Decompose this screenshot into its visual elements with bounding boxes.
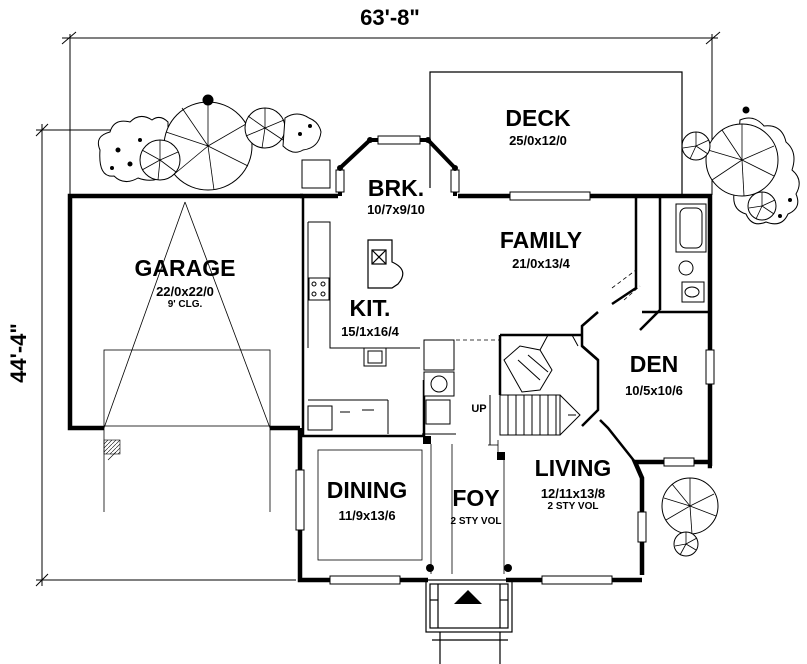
- ac-unit: [301, 159, 331, 189]
- deck-size: 25/0x12/0: [509, 133, 567, 148]
- foyer-volume-note: 2 STY VOL: [450, 516, 502, 527]
- depth-dimension-label: 44'-4": [6, 323, 31, 383]
- dashed-lines: [330, 269, 641, 396]
- depth-dimension-line: [35, 123, 296, 587]
- garage-interior: [103, 201, 271, 512]
- front-porch: [425, 579, 513, 664]
- living-volume-note: 2 STY VOL: [547, 501, 599, 512]
- bay-corner-posts: [337, 137, 458, 171]
- foyer-lines: [430, 440, 505, 574]
- entry-arrow-icon: [454, 590, 482, 604]
- width-dimension-label: 63'-8": [360, 5, 420, 30]
- foyer-columns: [423, 436, 512, 572]
- shrub-lower-right: [661, 477, 719, 557]
- breakfast-name: BRK.: [367, 175, 425, 201]
- foyer-name: FOY: [452, 485, 500, 511]
- driveway-hatch: [103, 439, 121, 461]
- interior-walls: [300, 196, 710, 463]
- breakfast-size: 10/7x9/10: [367, 202, 425, 217]
- dining-size: 11/9x13/6: [338, 508, 396, 523]
- shrub-cluster-right: [681, 106, 800, 225]
- den-size: 10/5x10/6: [625, 383, 683, 398]
- garage-ceiling-note: 9' CLG.: [167, 299, 203, 310]
- shrub-cluster-left: [97, 94, 322, 191]
- kitchen-name: KIT.: [349, 295, 391, 321]
- family-name: FAMILY: [499, 227, 583, 253]
- garage-name: GARAGE: [134, 255, 236, 281]
- kitchen-island: [367, 239, 404, 289]
- stairs-up-label: UP: [471, 403, 487, 415]
- bath-fixtures: [675, 203, 707, 303]
- width-dimension-line: [61, 31, 721, 195]
- deck-name: DECK: [505, 105, 571, 131]
- living-name: LIVING: [534, 455, 612, 481]
- dining-name: DINING: [326, 477, 408, 503]
- living-size: 12/11x13/8: [540, 486, 606, 501]
- windows: [295, 191, 715, 585]
- garage-size: 22/0x22/0: [156, 284, 214, 299]
- deck: [429, 71, 683, 196]
- staircase: [489, 334, 581, 445]
- utility-appliances: [422, 339, 456, 435]
- family-size: 21/0x13/4: [512, 256, 570, 271]
- den-name: DEN: [629, 351, 679, 377]
- kitchen-size: 15/1x16/4: [341, 324, 399, 339]
- dining-frame: [317, 449, 423, 561]
